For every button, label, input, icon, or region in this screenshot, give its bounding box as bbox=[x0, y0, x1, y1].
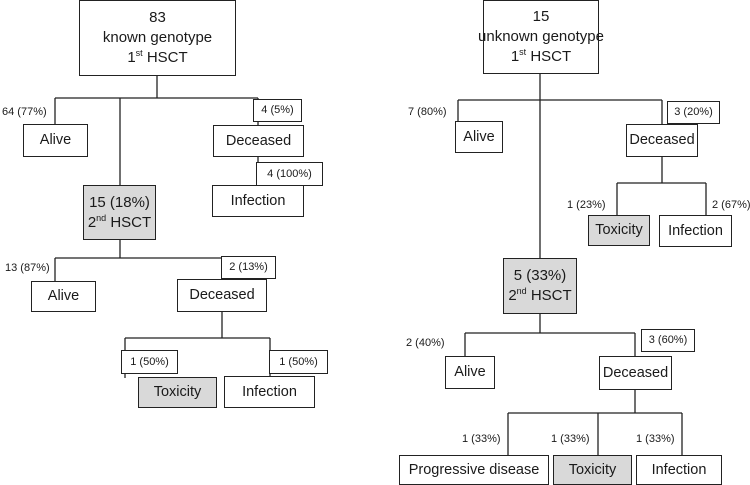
left-second-hsct-label: 2nd HSCT bbox=[87, 212, 152, 231]
left-second-infection-percentage: 1 (50%) bbox=[269, 350, 328, 374]
right-alive-percentage: 7 (80%) bbox=[408, 106, 447, 118]
right-toxicity-box: Toxicity bbox=[588, 215, 650, 246]
left-second-alive-box: Alive bbox=[31, 281, 96, 312]
right-deceased-percentage: 3 (20%) bbox=[667, 101, 720, 124]
right-infection-box: Infection bbox=[659, 215, 732, 247]
left-alive-box: Alive bbox=[23, 124, 88, 157]
left-second-hsct-count: 15 (18%) bbox=[89, 193, 150, 211]
unknown-genotype-count: 15 bbox=[532, 8, 550, 25]
left-second-toxicity-box: Toxicity bbox=[138, 377, 217, 408]
right-second-infection-box: Infection bbox=[636, 455, 722, 485]
left-infection-box: Infection bbox=[212, 185, 304, 217]
left-second-infection-box: Infection bbox=[224, 376, 315, 408]
progressive-percentage: 1 (33%) bbox=[462, 433, 501, 445]
right-alive-box: Alive bbox=[455, 121, 503, 153]
left-deceased-percentage: 4 (5%) bbox=[253, 99, 302, 122]
right-second-alive-box: Alive bbox=[445, 356, 495, 389]
left-second-deceased-box: Deceased bbox=[177, 279, 267, 312]
known-genotype-root-box: 83 known genotype 1st HSCT bbox=[79, 0, 236, 76]
right-second-infection-percentage: 1 (33%) bbox=[636, 433, 675, 445]
unknown-genotype-label: unknown genotype bbox=[478, 28, 604, 45]
right-second-deceased-percentage: 3 (60%) bbox=[641, 329, 695, 352]
left-infection-percentage: 4 (100%) bbox=[256, 162, 323, 186]
known-genotype-count: 83 bbox=[149, 9, 166, 26]
first-hsct-label: 1st HSCT bbox=[127, 48, 188, 67]
left-second-alive-percentage: 13 (87%) bbox=[5, 262, 50, 274]
known-genotype-label: known genotype bbox=[102, 29, 213, 46]
right-second-toxicity-box: Toxicity bbox=[553, 455, 632, 485]
right-deceased-box: Deceased bbox=[626, 124, 698, 157]
progressive-disease-box: Progressive disease bbox=[399, 455, 549, 485]
left-second-toxicity-percentage: 1 (50%) bbox=[121, 350, 178, 374]
right-infection-percentage: 2 (67%) bbox=[712, 199, 750, 211]
left-deceased-box: Deceased bbox=[213, 125, 304, 157]
left-second-deceased-percentage: 2 (13%) bbox=[221, 256, 276, 279]
right-first-hsct-label: 1st HSCT bbox=[510, 47, 572, 66]
right-second-alive-percentage: 2 (40%) bbox=[406, 337, 445, 349]
right-second-hsct-count: 5 (33%) bbox=[513, 267, 567, 284]
right-second-hsct-box: 5 (33%) 2nd HSCT bbox=[503, 258, 577, 314]
left-alive-percentage: 64 (77%) bbox=[2, 106, 47, 118]
left-second-hsct-box: 15 (18%) 2nd HSCT bbox=[83, 185, 156, 240]
unknown-genotype-root-box: 15 unknown genotype 1st HSCT bbox=[478, 0, 604, 74]
right-second-toxicity-percentage: 1 (33%) bbox=[551, 433, 590, 445]
right-toxicity-percentage: 1 (23%) bbox=[567, 199, 606, 211]
right-second-hsct-label: 2nd HSCT bbox=[508, 286, 572, 305]
right-second-deceased-box: Deceased bbox=[599, 356, 672, 390]
